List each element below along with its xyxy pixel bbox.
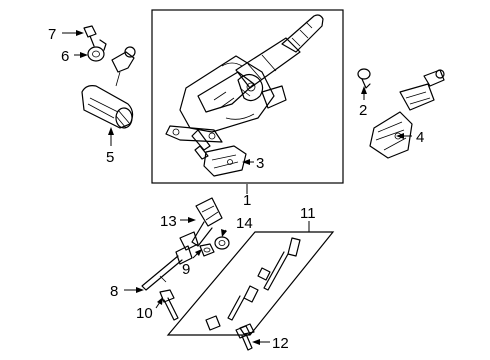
- callout-14: 14: [236, 215, 253, 232]
- callout-1: 1: [243, 192, 251, 209]
- part-12-bolt: [235, 325, 253, 351]
- column-assembly-frame: [151, 9, 344, 184]
- callout-4: 4: [416, 129, 424, 146]
- part-14-nut: [214, 236, 230, 250]
- part-13-boot: [191, 197, 223, 247]
- part-2-clip: [357, 68, 371, 89]
- callout-6: 6: [61, 48, 69, 65]
- part-4-lock-assembly: [369, 69, 445, 159]
- callout-13: 13: [160, 213, 177, 230]
- callout-7: 7: [48, 26, 56, 43]
- callout-10: 10: [136, 305, 153, 322]
- part-8-intermediate-shaft: [141, 231, 199, 291]
- part-9-bushing: [199, 243, 215, 257]
- part-5-switch-assembly: [81, 46, 136, 129]
- callout-2: 2: [359, 102, 367, 119]
- part-6-nut: [87, 39, 107, 62]
- part-3-bracket: [203, 145, 247, 177]
- part-10-bolt: [159, 289, 179, 321]
- leader-lines: [62, 30, 412, 345]
- callout-3: 3: [256, 155, 264, 172]
- callout-8: 8: [110, 283, 118, 300]
- callout-9: 9: [182, 261, 190, 278]
- steering-column-assembly: [165, 14, 324, 160]
- part-11-kit-frame: [166, 231, 335, 336]
- part-7-bolt: [83, 25, 97, 47]
- callout-11: 11: [300, 205, 316, 222]
- callout-labels: 7 6 5 2 4 3 1 13 14 9 8 10 11 12: [48, 26, 424, 352]
- part-11-lower-shaft: [205, 237, 301, 335]
- callout-5: 5: [106, 149, 114, 166]
- callout-12: 12: [272, 335, 289, 352]
